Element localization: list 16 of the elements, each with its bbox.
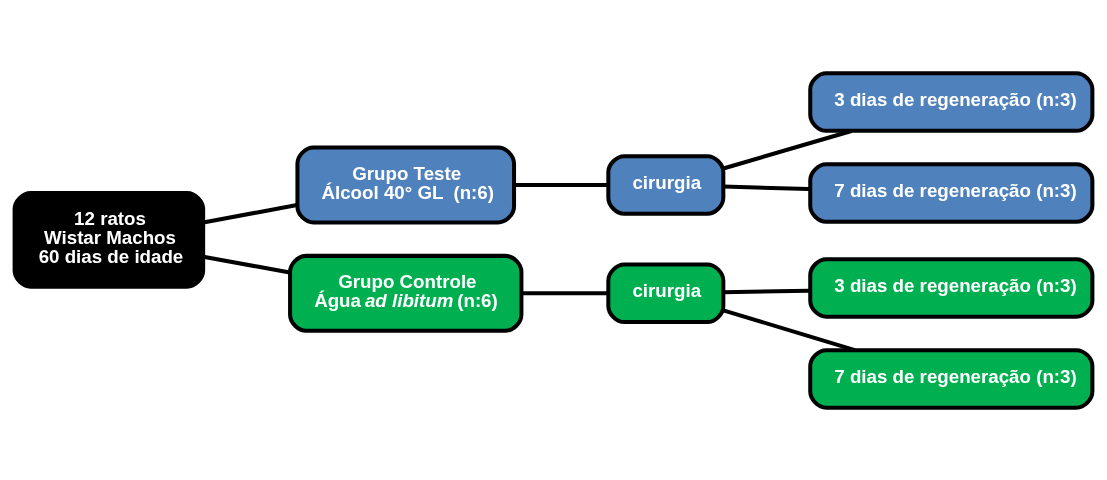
connector xyxy=(722,307,856,352)
node-box: cirurgia xyxy=(606,153,726,216)
node-box: 3 dias de regeneração (n:3) xyxy=(808,256,1095,319)
connector xyxy=(202,202,298,224)
node-box: 7 dias de regeneração (n:3) xyxy=(808,161,1095,224)
node-box: cirurgia xyxy=(606,262,726,324)
node-box: Grupo Controle Água ad libitum (n:6) xyxy=(288,253,524,333)
connector xyxy=(202,254,291,274)
connector xyxy=(723,288,811,294)
node-box: 3 dias de regeneração (n:3) xyxy=(808,70,1095,133)
node-box: 7 dias de regeneração (n:3) xyxy=(808,347,1095,410)
connector xyxy=(514,182,608,187)
node-box: 12 ratos Wistar Machos 60 dias de idade xyxy=(12,190,206,289)
connector xyxy=(723,184,811,191)
node-box: Grupo Teste Álcool 40° GL (n:6) xyxy=(295,145,517,224)
connector xyxy=(521,290,609,295)
